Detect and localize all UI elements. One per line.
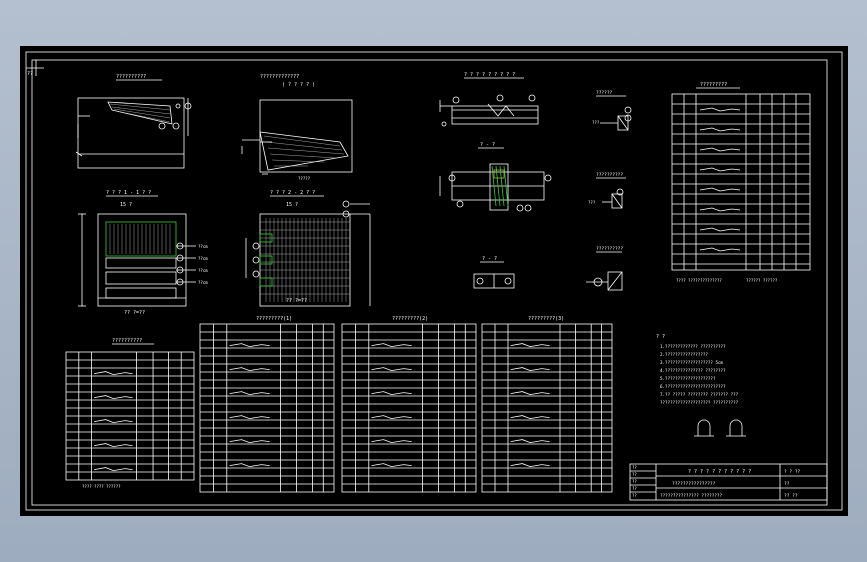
dim-label-1: ?? ?=?? [124,310,145,316]
tb-label-3: ?? [632,479,637,484]
view-2-elevation: ????????????? ( ? ? ? ? ) ????? [241,74,353,181]
rebar-table-4: ?????????(3) [481,316,613,493]
detail-c-label: ? - ? [482,256,497,262]
tb-scale: ?? [784,481,790,487]
tb-label-5: ?? [632,493,637,498]
cad-drawing-canvas[interactable]: ?? ?????????? ????????????? [20,46,848,516]
section-1-1: ? ? ? 1 - 1 ? ? 15 ? ?? ?=?? [78,190,208,316]
title-block: ?? ?? ?? ?? ?? ? ? ? ? ? ? ? ? ? ? ? ???… [629,463,828,501]
detail-d: ?????????? [586,246,623,291]
detail-b: ? - ? [439,142,552,212]
main-quantity-table: ????????? ???? ?????????????? ?????? ???… [671,82,811,283]
view-4-title: ?????? [596,90,613,96]
table-1-footer: ???? ???? ?????? [82,484,121,489]
detail-a: ?????? ??? [592,90,632,131]
note-line-6: 6.???????????????????????? [660,384,726,389]
svg-text:??cm: ??cm [198,256,208,261]
svg-text:???: ??? [588,200,596,205]
section-label-b: ? ? ? 2 - 2 ? ? [270,190,315,196]
svg-text:???: ??? [592,120,600,125]
table-2-title: ?????????(1) [256,316,292,322]
hook-detail-2 [729,419,743,436]
svg-text:?????????: ????????? [700,82,727,88]
tb-sheet-no: ? ? ?? [784,469,801,475]
rebar-table-3: ?????????(2) [341,316,477,493]
view-2-title: ????????????? [260,74,299,80]
rebar-label-1: 15 ? [120,202,132,208]
svg-text:??????????: ?????????? [596,246,623,252]
notes-heading: ? ? [656,334,665,340]
notes-block: ? ? 1.????????????? ?????????? 2.???????… [656,334,746,437]
dim-label-2: ?? ?=?? [286,298,307,304]
corner-label: ?? [27,71,33,77]
tb-label-1: ?? [632,465,637,470]
view-1-title: ?????????? [116,74,146,80]
svg-text:??????????: ?????????? [596,172,623,178]
section-label-a: ? ? ? 1 - 1 ? ? [106,190,151,196]
note-line-2: 2.????????????????? [660,352,708,357]
tb-label-2: ?? [632,472,637,477]
tb-drawing-name: ??????????????? ???????? [660,493,722,499]
tb-date: ?? ?? [784,493,798,499]
tb-project: ???????????????? [672,481,716,487]
inner-border [31,59,828,506]
main-table-total: ???? ?????????????? [676,278,722,283]
svg-text:?????? ??????: ?????? ?????? [746,278,778,283]
note-line-1: 1.????????????? ?????????? [660,344,726,349]
view-1-plan: ?????????? [75,74,192,169]
detail-a2: ?????????? ??? [588,172,626,209]
section-2-2: ? ? ? 2 - 2 ? ? 15 ? ?? ?=? [245,190,371,307]
view-3-title: ? ? ? ? ? ? ? ? ? [464,72,515,78]
table-4-title: ?????????(3) [528,316,564,322]
table-1-title: ?????????? [112,338,142,344]
rebar-label-2: 15 ? [286,202,298,208]
svg-text:??cm: ??cm [198,244,208,249]
svg-text:( ? ? ? ? ): ( ? ? ? ? ) [282,82,315,88]
table-3-title: ?????????(2) [392,316,428,322]
svg-text:??cm: ??cm [198,280,208,285]
note-line-5: 5.???????????????????? [660,376,716,381]
note-line-3: 3.??????????????????? 5cm [660,360,724,365]
detail-c: ? - ? [473,256,515,289]
drawing-sheet: ?? ?????????? ????????????? [20,46,848,516]
tb-label-4: ?? [632,486,637,491]
rebar-table-2: ?????????(1) [199,316,335,493]
rebar-table-1: ?????????? ???? ???? ?????? [65,338,195,489]
detail-b-label: ? - ? [480,142,495,148]
tb-company: ? ? ? ? ? ? ? ? ? ? ? [688,469,751,475]
outer-border [25,51,843,511]
svg-text:??cm: ??cm [198,268,208,273]
note-line-4: 4.??????????????? ???????? [660,368,726,373]
hook-detail-1 [697,419,711,436]
note-line-8: ???????????????????? ?????????? [660,400,739,405]
note-line-7: 7.?? ????? ???????? ??????? ??? [660,392,739,397]
svg-text:?????: ????? [298,176,311,181]
view-3-section: ? ? ? ? ? ? ? ? ? [439,72,539,127]
